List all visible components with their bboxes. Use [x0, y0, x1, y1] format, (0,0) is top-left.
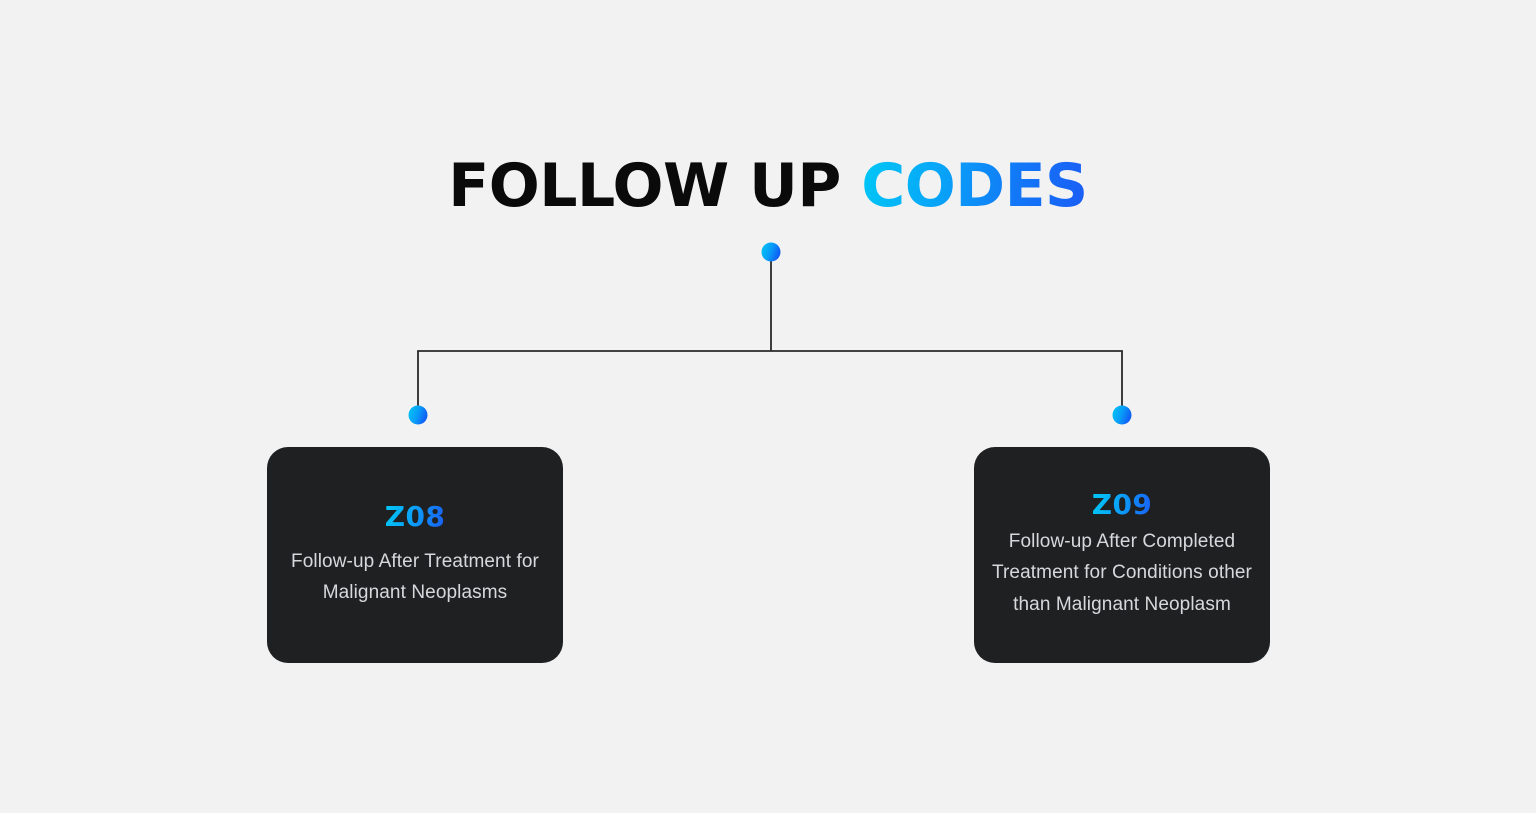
connector-root-dot	[761, 242, 781, 262]
page-title-plain: FOLLOW UP	[448, 151, 862, 221]
code-card-z09-code: Z09	[1091, 487, 1153, 521]
page-title: FOLLOW UP CODES	[0, 150, 1536, 222]
code-card-z09-description: Follow-up After Completed Treatment for …	[992, 530, 1252, 615]
code-card-z08-code: Z08	[384, 499, 446, 533]
code-card-z08-description: Follow-up After Treatment for Malignant …	[291, 550, 539, 604]
code-card-z09[interactable]: Z09 Follow-up After Completed Treatment …	[974, 447, 1270, 663]
code-card-z08[interactable]: Z08 Follow-up After Treatment for Malign…	[267, 447, 563, 663]
page-title-accent: CODES	[861, 151, 1088, 221]
connector-branch-left-dot	[408, 405, 428, 425]
connector-branch-right-dot	[1112, 405, 1132, 425]
